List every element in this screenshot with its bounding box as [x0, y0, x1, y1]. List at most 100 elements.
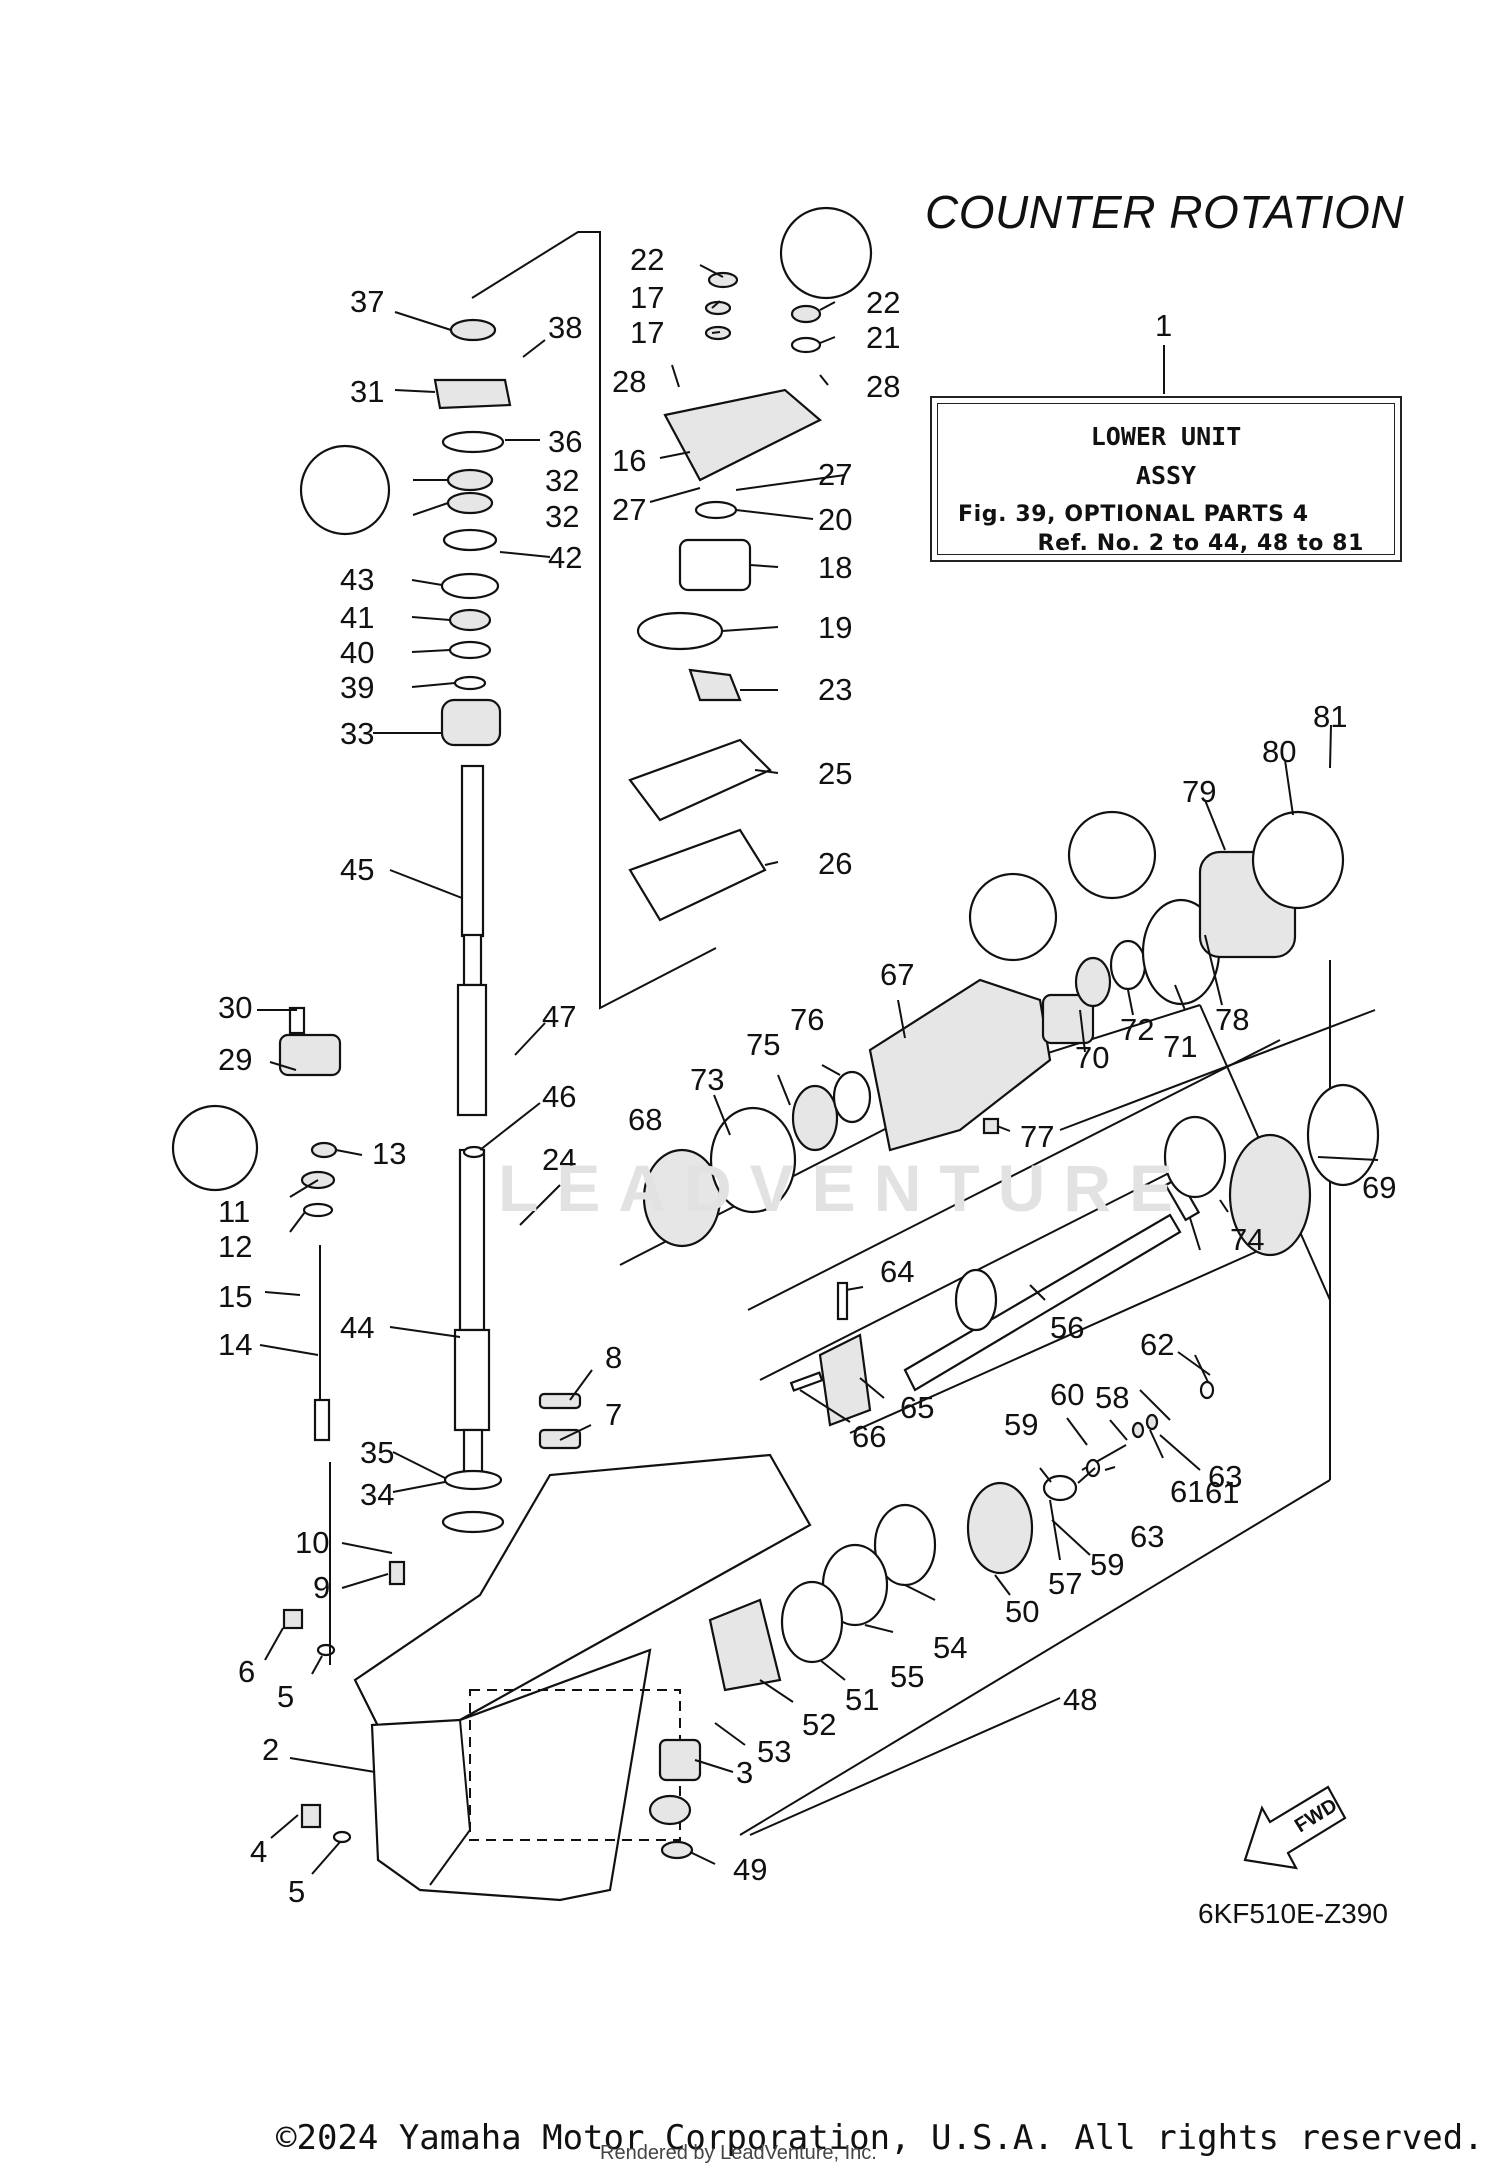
callout-11: 11: [218, 1194, 250, 1229]
upper-bearing-stack: [433, 318, 512, 1534]
callout-79: 79: [1182, 774, 1216, 809]
callout-61: 61: [1205, 1475, 1239, 1510]
callout-7: 7: [605, 1397, 622, 1432]
callout-40: 40: [340, 635, 374, 670]
callout-22: 22: [630, 242, 664, 277]
callout-5: 5: [277, 1679, 294, 1714]
callout-73: 73: [690, 1062, 724, 1097]
callout-51: 51: [845, 1682, 879, 1717]
callout-24: 24: [542, 1142, 576, 1177]
callout-56: 56: [1050, 1310, 1084, 1345]
callout-76: 76: [790, 1002, 824, 1037]
callout-17: 17: [630, 315, 664, 350]
callout-25: 25: [818, 756, 852, 791]
callout-9: 9: [313, 1570, 330, 1605]
callout-74: 74: [1230, 1222, 1264, 1257]
callout-71: 71: [1163, 1029, 1197, 1064]
callout-78: 78: [1215, 1002, 1249, 1037]
callout-68: 68: [628, 1102, 662, 1137]
callout-34: 34: [360, 1477, 394, 1512]
callout-43: 43: [340, 562, 374, 597]
callout-44: 44: [340, 1310, 374, 1345]
callout-59: 59: [1004, 1407, 1038, 1442]
callout-3: 3: [736, 1755, 753, 1790]
detail-magnifiers: [171, 206, 1157, 1192]
callout-28: 28: [612, 364, 646, 399]
callout-47: 47: [542, 999, 576, 1034]
callout-21: 21: [866, 320, 900, 355]
callout-66: 66: [852, 1419, 886, 1454]
callout-54: 54: [933, 1630, 967, 1665]
rendered-by: Rendered by LeadVenture, Inc.: [600, 2142, 877, 2164]
watermark: LEADVENTURE: [498, 1151, 1192, 1225]
callout-19: 19: [818, 610, 852, 645]
gearcase-housing: [353, 1453, 812, 1902]
callout-labels: 1 2 3 4 5 5 6 7 8 9 10 11 12 13 14 15 16…: [218, 242, 1396, 1909]
callout-31: 31: [350, 374, 384, 409]
callout-42: 42: [548, 540, 582, 575]
callout-81: 81: [1313, 699, 1347, 734]
reference-box: LOWER UNIT ASSY Fig. 39, OPTIONAL PARTS …: [930, 396, 1402, 562]
callout-55: 55: [890, 1659, 924, 1694]
callout-80: 80: [1262, 734, 1296, 769]
callout-18: 18: [818, 550, 852, 585]
callout-60: 60: [1050, 1377, 1084, 1412]
callout-23: 23: [818, 672, 852, 707]
callout-33: 33: [340, 716, 374, 751]
callout-20: 20: [818, 502, 852, 537]
callout-13: 13: [372, 1136, 406, 1171]
callout-27: 27: [612, 492, 646, 527]
callout-15: 15: [218, 1279, 252, 1314]
callout-46: 46: [542, 1079, 576, 1114]
callout-61: 61: [1170, 1474, 1204, 1509]
callout-28: 28: [866, 369, 900, 404]
reference-line-2: ASSY: [1135, 461, 1197, 490]
reference-box-inner: LOWER UNIT ASSY Fig. 39, OPTIONAL PARTS …: [937, 403, 1395, 556]
reference-line-1: LOWER UNIT: [1090, 422, 1242, 451]
callout-32: 32: [545, 499, 579, 534]
callout-16: 16: [612, 443, 646, 478]
drive-shaft: [453, 764, 491, 1482]
callout-63: 63: [1130, 1519, 1164, 1554]
callout-4: 4: [250, 1834, 267, 1869]
leader-lines: [257, 264, 1379, 1875]
callout-1: 1: [1155, 308, 1172, 343]
callout-27: 27: [818, 457, 852, 492]
callout-32: 32: [545, 463, 579, 498]
callout-14: 14: [218, 1327, 252, 1362]
callout-57: 57: [1048, 1566, 1082, 1601]
callout-2: 2: [262, 1732, 279, 1767]
callout-69: 69: [1362, 1170, 1396, 1205]
callout-48: 48: [1063, 1682, 1097, 1717]
copyright-notice: ©2024 Yamaha Motor Corporation, U.S.A. A…: [276, 2118, 1484, 2158]
callout-49: 49: [733, 1852, 767, 1887]
callout-35: 35: [360, 1435, 394, 1470]
callout-12: 12: [218, 1229, 252, 1264]
callout-17: 17: [630, 280, 664, 315]
callout-37: 37: [350, 284, 384, 319]
callout-45: 45: [340, 852, 374, 887]
callout-26: 26: [818, 846, 852, 881]
callout-29: 29: [218, 1042, 252, 1077]
callout-75: 75: [746, 1027, 780, 1062]
callout-77: 77: [1020, 1119, 1054, 1154]
callout-22: 22: [866, 285, 900, 320]
callout-62: 62: [1140, 1327, 1174, 1362]
callout-58: 58: [1095, 1380, 1129, 1415]
callout-5: 5: [288, 1874, 305, 1909]
callout-50: 50: [1005, 1594, 1039, 1629]
callout-8: 8: [605, 1340, 622, 1375]
callout-52: 52: [802, 1707, 836, 1742]
reference-line-4: Ref. No. 2 to 44, 48 to 81: [1037, 531, 1364, 556]
callout-64: 64: [880, 1254, 914, 1289]
water-pump-parts: [628, 271, 822, 922]
callout-30: 30: [218, 990, 252, 1025]
fwd-arrow-icon: FWD: [1243, 1785, 1347, 1870]
callout-72: 72: [1120, 1012, 1154, 1047]
shift-components: [278, 1006, 582, 1844]
callout-59: 59: [1090, 1547, 1124, 1582]
callout-63: 63: [1208, 1459, 1242, 1494]
callout-6: 6: [238, 1654, 255, 1689]
callout-41: 41: [340, 600, 374, 635]
bearing-housing-parts: [642, 810, 1345, 1248]
